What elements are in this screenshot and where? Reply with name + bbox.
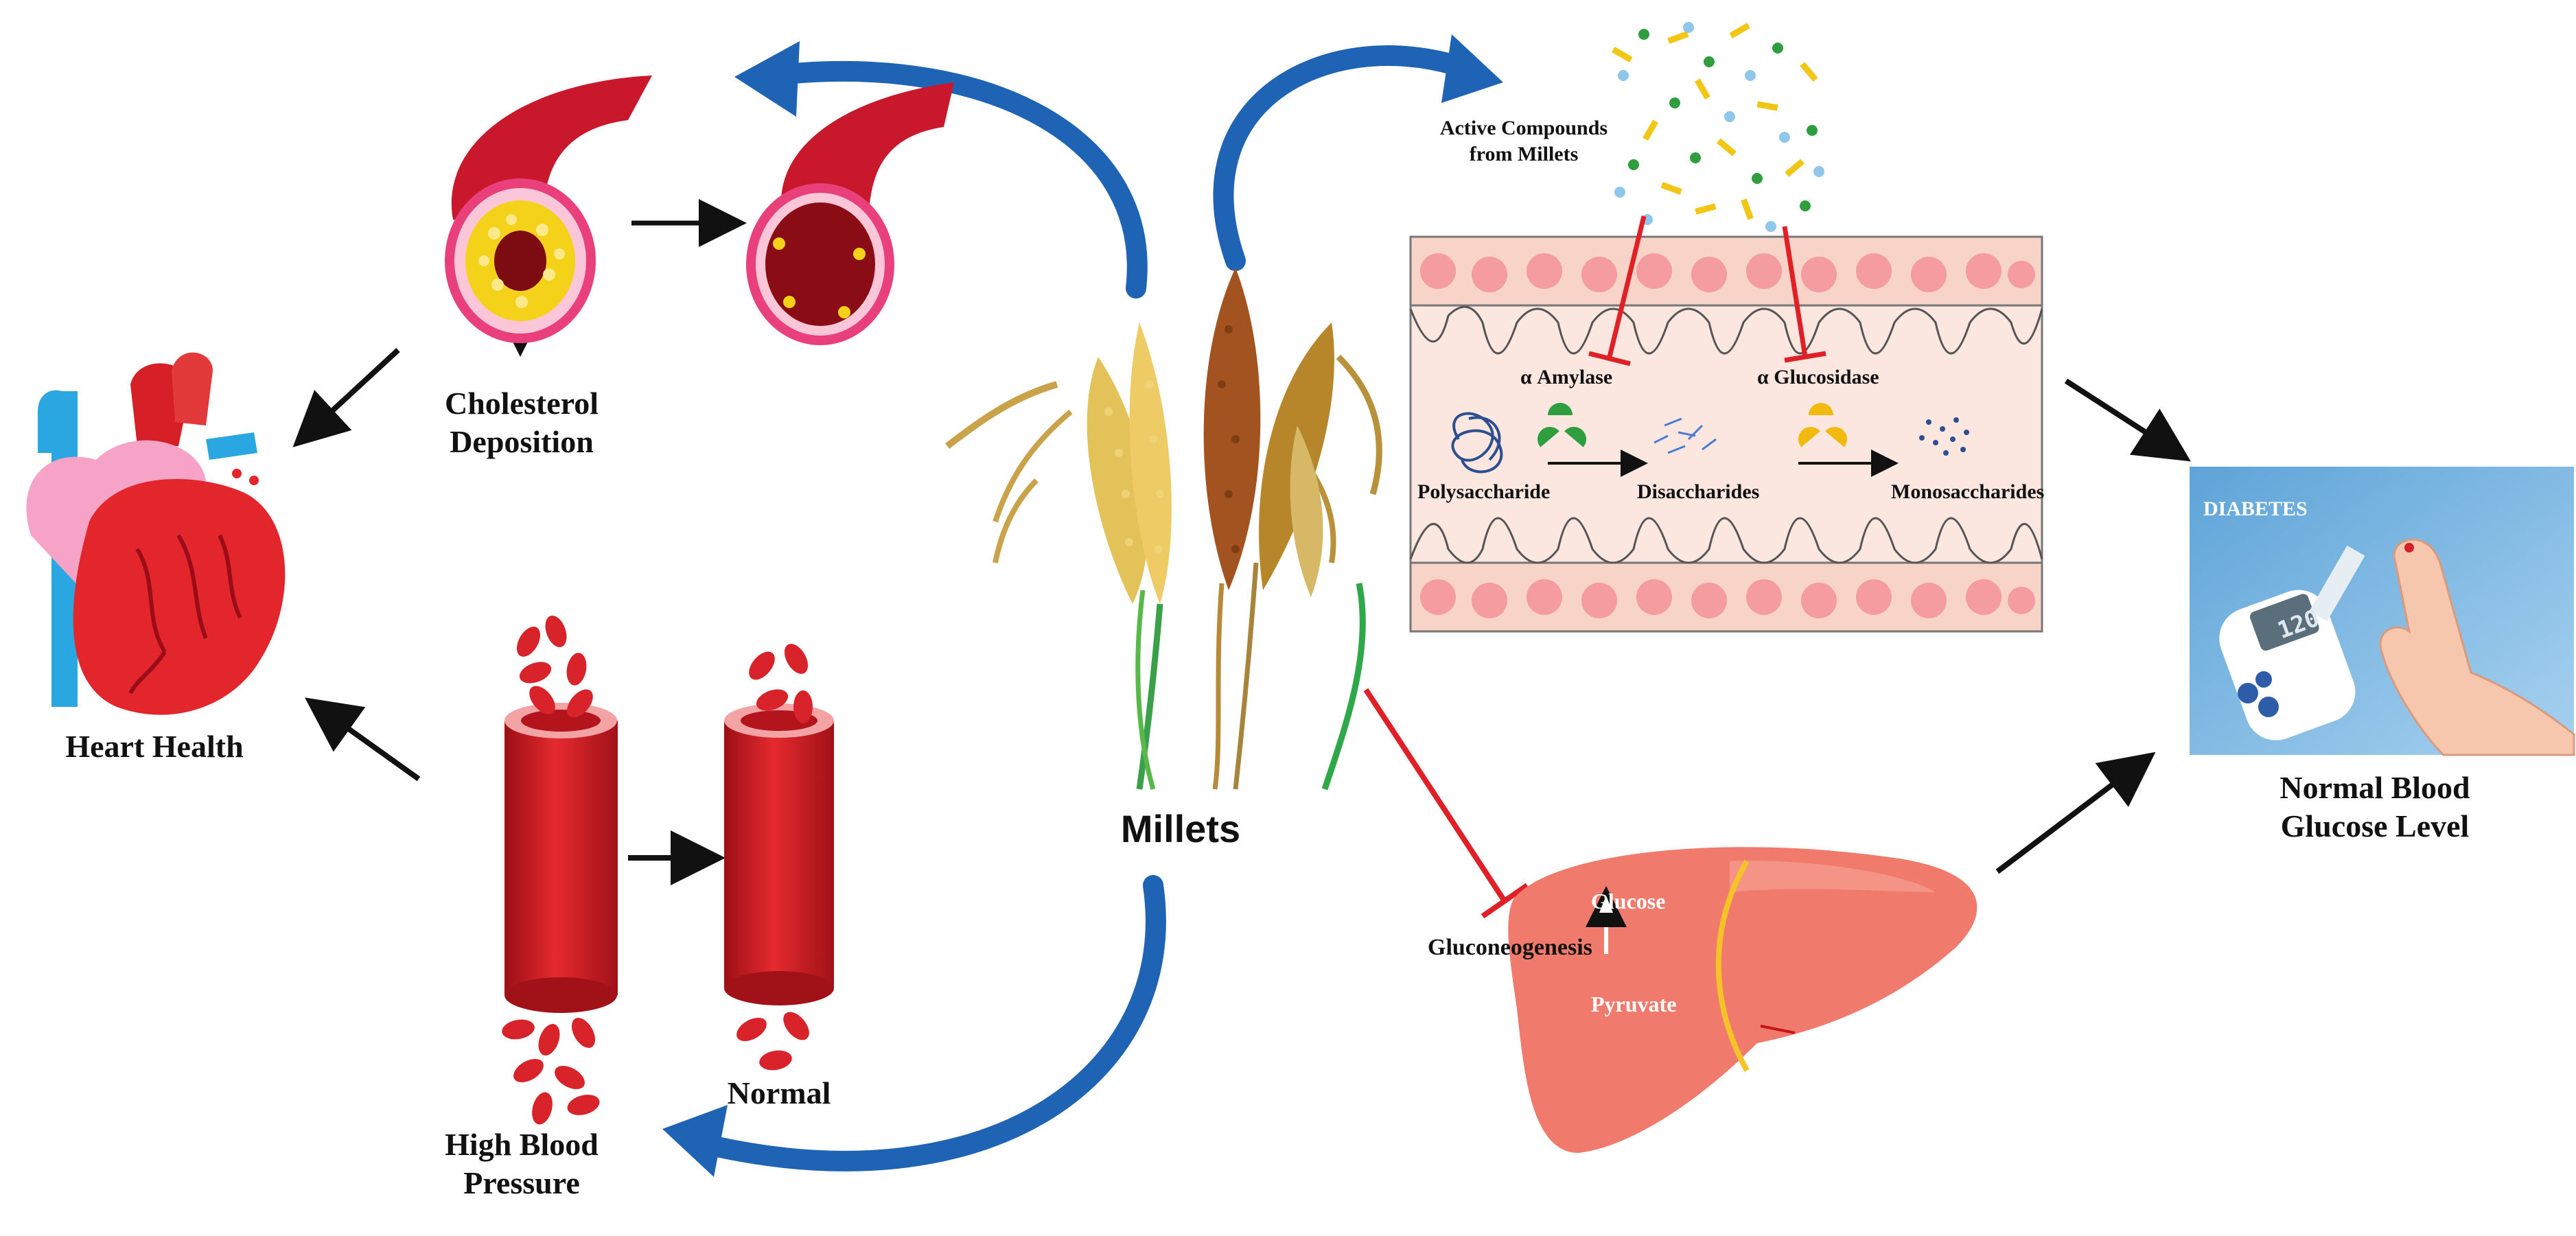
- curved-arrow-to-blood-pressure: [662, 875, 1166, 1177]
- alpha-amylase-label: α Amylase: [1520, 366, 1613, 388]
- intestine-cross-section: [1409, 235, 2043, 633]
- amylase-enzyme-icon: [1538, 403, 1586, 447]
- monosaccharides-label: Monosaccharides: [1891, 480, 2045, 503]
- gluconeogenesis-label: Gluconeogenesis: [1428, 935, 1592, 960]
- high-pressure-vessel: [502, 615, 618, 1125]
- normal-pressure-vessel: [724, 644, 834, 1071]
- disaccharides-icon: [1653, 417, 1717, 454]
- arrow-liver-to-diabetes: [1995, 751, 2156, 874]
- glucosidase-enzyme-icon: [1798, 403, 1847, 447]
- finger-icon: [2379, 538, 2575, 756]
- artery-clear: [746, 82, 954, 345]
- polysaccharide-label: Polysaccharide: [1417, 480, 1551, 503]
- arrow-cholesterol-to-heart: [292, 348, 400, 447]
- diabetes-panel: [2190, 467, 2575, 756]
- artery-with-plaque: [445, 75, 652, 343]
- heart-health-label: Heart Health: [65, 729, 244, 764]
- monosaccharides-icon: [1919, 417, 1969, 456]
- arrow-intestine-to-diabetes: [2064, 378, 2191, 462]
- millets-plant-icon: [944, 268, 1382, 791]
- polysaccharide-tangle-icon: [1451, 412, 1503, 474]
- arrow-pressure-to-heart: [304, 697, 421, 782]
- inhibit-glucosidase: [1782, 226, 1826, 363]
- heart-icon: [26, 352, 286, 715]
- inhibit-gluconeogenesis: [1363, 688, 1529, 919]
- liver-icon: [1508, 847, 1977, 1153]
- inhibit-amylase: [1588, 215, 1647, 366]
- active-compounds-particles: [1612, 22, 1824, 232]
- pyruvate-label: Pyruvate: [1591, 992, 1677, 1016]
- normal-label: Normal: [727, 1075, 831, 1110]
- alpha-glucosidase-label: α Glucosidase: [1757, 366, 1879, 388]
- curved-arrow-to-compounds: [1213, 34, 1503, 271]
- glucose-meter-icon: [2219, 590, 2356, 741]
- diabetes-label: DIABETES: [2203, 498, 2308, 520]
- curved-arrow-to-cholesterol: [734, 41, 1148, 299]
- glucose-label: Glucose: [1591, 889, 1666, 913]
- millets-label: Millets: [1120, 807, 1241, 850]
- disaccharides-label: Disaccharides: [1637, 480, 1760, 503]
